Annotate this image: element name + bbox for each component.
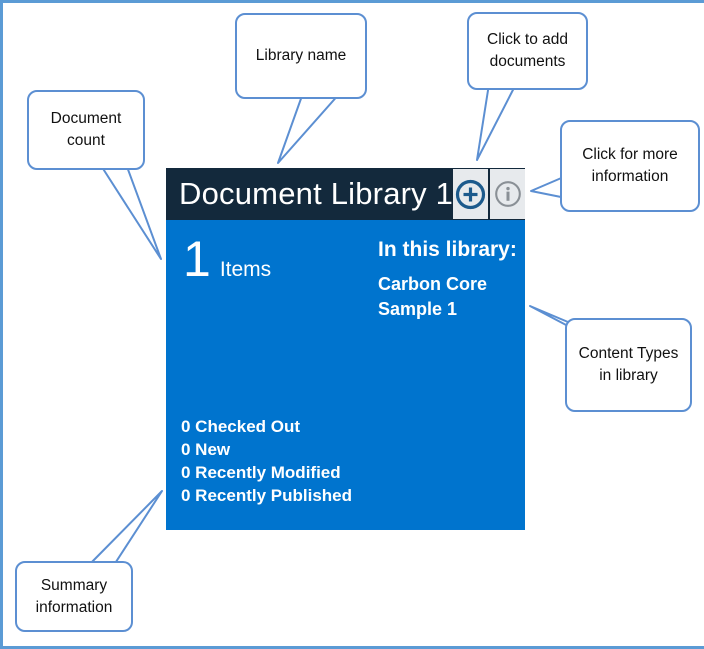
callout-add-documents-label: Click to add documents [487,31,568,70]
callout-summary-information-label: Summary information [35,576,113,616]
in-this-library-heading: In this library: [378,238,517,261]
callout-document-count: Document count [27,90,145,170]
summary-new: 0 New [181,440,231,459]
callout-content-types: Content Types in library [565,318,692,412]
plus-circle-icon [455,179,486,210]
pointer-document-count [99,163,162,260]
more-information-button[interactable] [490,169,525,219]
info-circle-icon [494,180,522,208]
in-this-library-section: In this library: Carbon Core Sample 1 [378,238,518,322]
summary-recently-published: 0 Recently Published [181,486,352,505]
callout-summary-information: Summary information [15,561,133,632]
callout-document-count-label: Document count [50,110,122,149]
library-title: Document Library 1 [179,176,454,211]
pointer-add-documents [476,83,517,161]
content-type-name: Carbon Core Sample 1 [378,274,488,319]
summary-recently-modified: 0 Recently Modified [181,463,341,482]
item-count-label: Items [219,258,272,281]
library-tile-body[interactable]: 1 Items In this library: Carbon Core Sam… [166,220,525,530]
item-count-value: 1 [183,231,211,287]
add-documents-button[interactable] [453,169,488,219]
callout-more-information: Click for more information [560,120,700,212]
pointer-library-name [277,92,341,164]
callout-more-information-label: Click for more information [582,146,678,185]
callout-add-documents: Click to add documents [467,12,588,90]
callout-library-name: Library name [235,13,367,99]
pointer-summary-information [85,490,163,569]
callout-content-types-label: Content Types in library [578,345,679,384]
summary-checked-out: 0 Checked Out [181,417,301,436]
summary-section: 0 Checked Out 0 New 0 Recently Modified … [181,415,352,507]
callout-library-name-label: Library name [255,47,347,64]
item-count-row: 1 Items [183,234,271,284]
